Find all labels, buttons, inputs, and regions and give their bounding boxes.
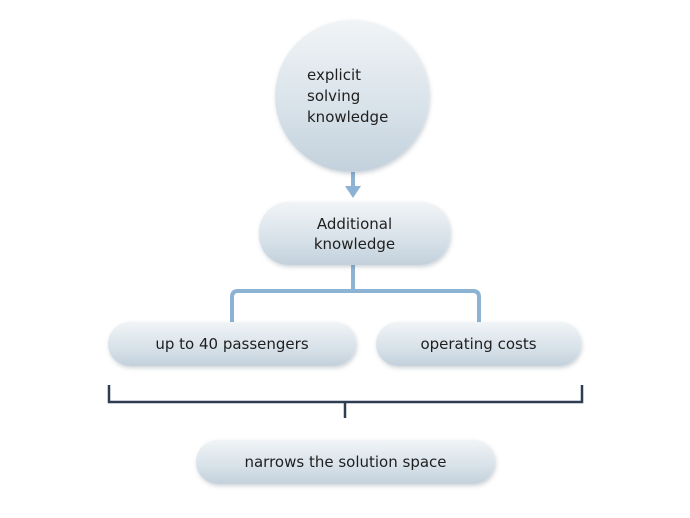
narrows-solution-space-node: narrows the solution space	[196, 440, 495, 484]
explicit-solving-knowledge-label: explicit solving knowledge	[307, 65, 389, 126]
branch-connector	[230, 265, 481, 322]
passengers-label: up to 40 passengers	[155, 335, 309, 353]
passengers-node: up to 40 passengers	[108, 322, 356, 366]
additional-knowledge-node: Additional knowledge	[259, 202, 450, 265]
additional-knowledge-label: Additional knowledge	[313, 214, 396, 253]
narrows-solution-space-label: narrows the solution space	[244, 453, 447, 471]
arrow-head-icon	[345, 186, 361, 198]
grouping-bracket	[107, 385, 584, 418]
operating-costs-node: operating costs	[376, 322, 581, 366]
operating-costs-label: operating costs	[420, 335, 537, 353]
explicit-solving-knowledge-node: explicit solving knowledge	[275, 20, 429, 172]
